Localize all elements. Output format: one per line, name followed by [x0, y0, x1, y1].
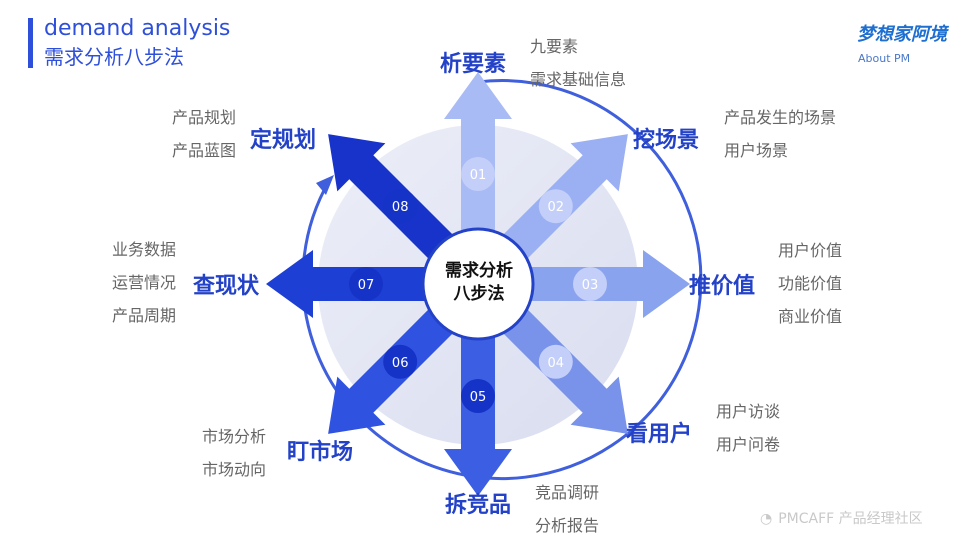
step-03-item: 用户价值 — [778, 241, 843, 260]
step-04-items: 用户访谈 用户问卷 — [716, 395, 780, 461]
step-04-title: 看用户 — [626, 422, 693, 447]
step-01-title: 析要素 — [440, 52, 507, 77]
arrow-step-01 — [444, 72, 512, 236]
ring-arrowhead — [316, 175, 334, 195]
step-number-badge — [538, 189, 573, 224]
step-07-title: 查现状 — [193, 274, 260, 299]
step-07-items: 业务数据 运营情况 产品周期 — [90, 233, 176, 332]
step-number-badge — [573, 267, 607, 301]
watermark: ◔ PMCAFF 产品经理社区 — [760, 508, 923, 528]
step-07-item: 产品周期 — [111, 306, 176, 325]
step-number-label: 03 — [582, 278, 599, 293]
step-02-item: 用户场景 — [724, 141, 789, 160]
arrow-step-05 — [444, 332, 512, 496]
step-number-label: 07 — [358, 278, 375, 293]
step-06-item: 市场分析 — [201, 427, 266, 446]
step-number-badge — [349, 267, 383, 301]
step-number-badge — [461, 157, 495, 191]
step-06-title: 盯市场 — [287, 440, 354, 465]
step-04-item: 用户访谈 — [716, 402, 781, 421]
step-number-label: 04 — [548, 356, 565, 371]
step-05-title: 拆竞品 — [445, 493, 512, 518]
center-label: 需求分析 八步法 — [434, 260, 524, 306]
title-chinese: 需求分析八步法 — [44, 45, 184, 69]
step-05-item: 竞品调研 — [535, 483, 600, 502]
step-04-item: 用户问卷 — [716, 435, 781, 454]
arrow-step-07 — [266, 250, 430, 318]
step-number-badge — [383, 344, 418, 379]
step-number-badge — [461, 379, 495, 413]
step-08-items: 产品规划 产品蓝图 — [150, 101, 236, 167]
title-english: demand analysis — [44, 16, 231, 41]
step-01-items: 九要素 需求基础信息 — [530, 30, 626, 96]
step-number-label: 02 — [548, 200, 565, 215]
step-number-badge — [538, 344, 573, 379]
step-number-label: 08 — [392, 200, 409, 215]
step-number-label: 06 — [392, 356, 409, 371]
step-03-item: 商业价值 — [778, 307, 843, 326]
step-number-label: 05 — [470, 390, 487, 405]
step-08-item: 产品蓝图 — [171, 141, 236, 160]
step-number-label: 01 — [470, 168, 487, 183]
center-label-line1: 需求分析 — [445, 261, 513, 281]
watermark-text: PMCAFF 产品经理社区 — [778, 511, 923, 527]
step-02-item: 产品发生的场景 — [724, 108, 837, 127]
brand-subtitle: About PM — [858, 52, 911, 65]
step-05-items: 竞品调研 分析报告 — [535, 476, 599, 542]
step-05-item: 分析报告 — [535, 516, 600, 535]
step-08-item: 产品规划 — [171, 108, 236, 127]
step-02-title: 挖场景 — [633, 128, 700, 153]
step-03-items: 用户价值 功能价值 商业价值 — [778, 234, 842, 333]
center-label-line2: 八步法 — [453, 284, 505, 304]
brand-logo: 梦想家阿境 — [857, 24, 947, 45]
step-02-items: 产品发生的场景 用户场景 — [724, 101, 836, 167]
center-circle — [421, 227, 535, 341]
step-08-title: 定规划 — [250, 128, 317, 153]
title-accent-bar — [28, 18, 33, 68]
step-01-item: 九要素 — [530, 37, 579, 56]
step-06-items: 市场分析 市场动向 — [180, 420, 266, 486]
step-number-badge — [383, 189, 418, 224]
outer-ring — [301, 79, 703, 480]
chat-bubble-icon: ◔ — [760, 511, 773, 527]
step-03-title: 推价值 — [689, 274, 756, 299]
step-07-item: 运营情况 — [111, 273, 176, 292]
step-07-item: 业务数据 — [111, 240, 176, 259]
step-06-item: 市场动向 — [201, 460, 266, 479]
step-01-item: 需求基础信息 — [530, 70, 627, 89]
step-03-item: 功能价值 — [778, 274, 843, 293]
arrow-step-03 — [526, 250, 690, 318]
